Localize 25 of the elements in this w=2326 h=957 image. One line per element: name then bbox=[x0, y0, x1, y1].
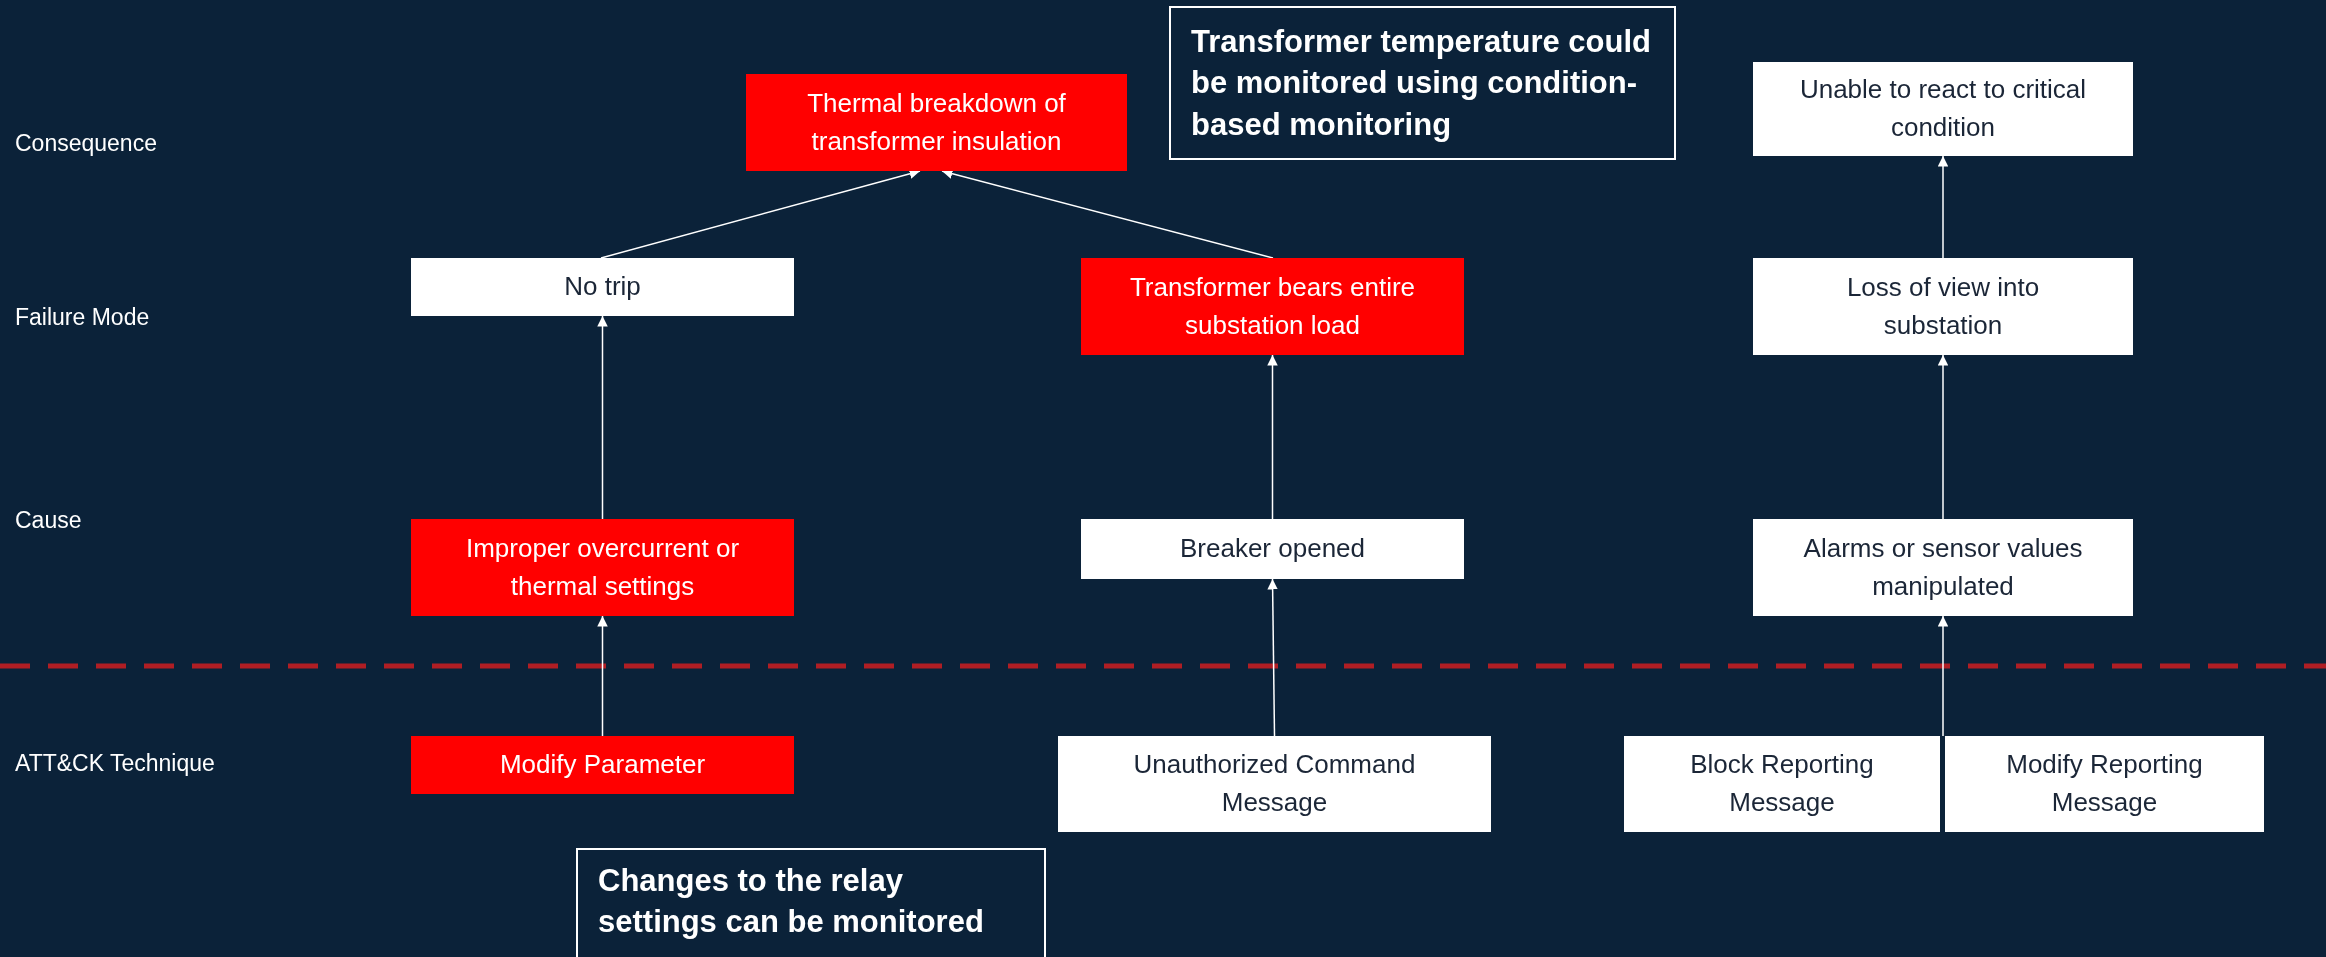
arrow bbox=[597, 615, 608, 737]
note-box: Changes to the relay settings can be monitored bbox=[576, 848, 1046, 957]
process-box: Block Reporting Message bbox=[1624, 736, 1940, 832]
failure-box: Improper overcurrent or thermal settings bbox=[411, 519, 794, 616]
process-box: Unauthorized Command Message bbox=[1058, 736, 1491, 832]
arrow bbox=[1267, 354, 1278, 520]
row-label: Failure Mode bbox=[15, 304, 150, 331]
process-box: Alarms or sensor values manipulated bbox=[1753, 519, 2133, 616]
failure-box: Transformer bears entire substation load bbox=[1081, 258, 1464, 355]
process-box: Unable to react to critical condition bbox=[1753, 62, 2133, 156]
row-label: Consequence bbox=[15, 130, 157, 157]
arrow bbox=[1937, 615, 1949, 737]
failure-box: Thermal breakdown of transformer insulation bbox=[746, 74, 1127, 171]
arrow bbox=[1937, 155, 1949, 259]
row-label: Cause bbox=[15, 507, 82, 534]
arrow bbox=[1267, 578, 1278, 737]
process-box: Modify Reporting Message bbox=[1945, 736, 2264, 832]
arrow bbox=[1937, 354, 1949, 520]
row-label: ATT&CK Technique bbox=[15, 750, 215, 777]
process-box: Breaker opened bbox=[1081, 519, 1464, 579]
arrow bbox=[597, 315, 608, 520]
process-box: Loss of view into substation bbox=[1753, 258, 2133, 355]
failure-box: Modify Parameter bbox=[411, 736, 794, 794]
note-box: Transformer temperature could be monitored using condition-based monitoring bbox=[1169, 6, 1676, 160]
process-box: No trip bbox=[411, 258, 794, 316]
